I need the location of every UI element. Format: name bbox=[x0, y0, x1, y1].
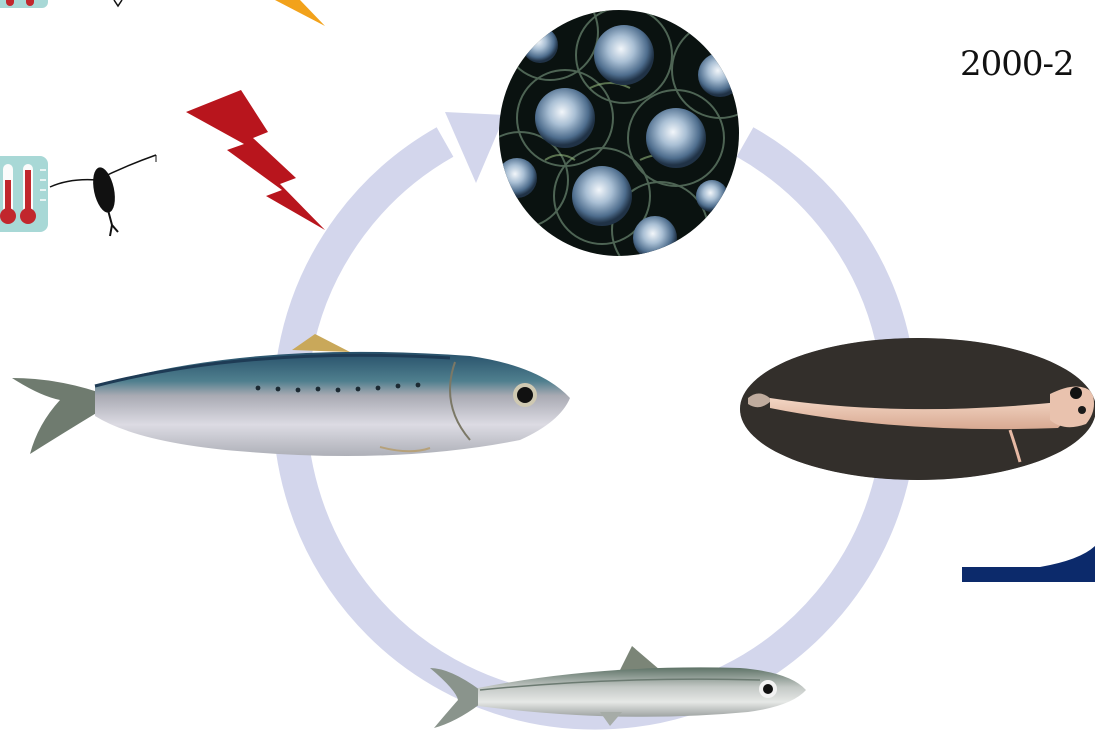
trend-curve bbox=[962, 546, 1095, 582]
copepod-icon bbox=[50, 155, 156, 236]
eggs-photo bbox=[472, 0, 768, 278]
larva-photo bbox=[738, 336, 1095, 482]
copepod-icon bbox=[114, 0, 122, 6]
lightning-icon bbox=[275, 0, 325, 26]
thermometer-icon bbox=[0, 0, 48, 8]
thermometer-icon bbox=[0, 156, 48, 232]
cycle-arrowhead bbox=[445, 112, 505, 183]
lightning-icon bbox=[186, 90, 325, 230]
year-label: 2000-2 bbox=[960, 44, 1074, 84]
